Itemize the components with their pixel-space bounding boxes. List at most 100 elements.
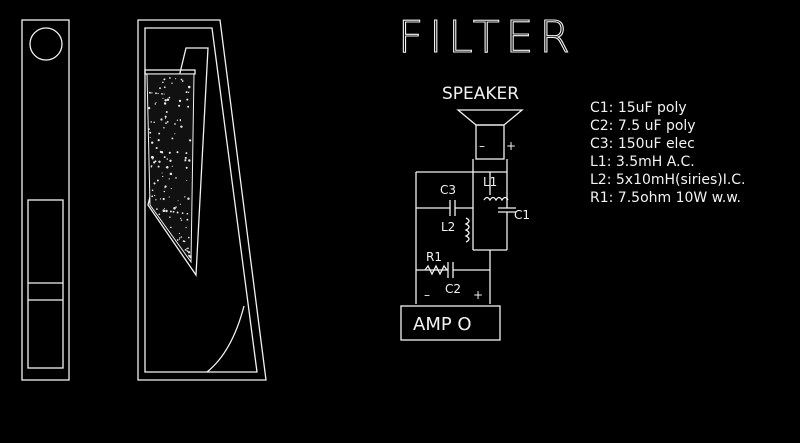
speckle-dot xyxy=(158,213,161,216)
r1-label: R1 xyxy=(426,250,442,264)
speckle-dot xyxy=(148,91,151,94)
speckle-dot xyxy=(186,218,189,221)
speckle-dot xyxy=(155,92,157,95)
l1-inductor xyxy=(483,196,509,202)
crossover-schematic: SPEAKER – + L1 C1 C3 L2 xyxy=(400,84,530,341)
speckle-dot xyxy=(184,156,187,159)
speckle-dot xyxy=(170,226,172,229)
exit-curve xyxy=(206,305,245,373)
speckle-dot xyxy=(180,78,183,81)
speckle-dot xyxy=(154,160,157,163)
speckle-dot xyxy=(153,121,155,123)
amp-minus: – xyxy=(424,288,430,302)
speckle-dot xyxy=(169,159,172,163)
amp-box xyxy=(400,305,501,341)
c1-label: C1 xyxy=(514,208,530,222)
speckle-dot xyxy=(164,187,166,189)
speckle-dot xyxy=(149,131,152,134)
speckle-dot xyxy=(186,212,189,215)
parts-list: C1: 15uF poly C2: 7.5 uF poly C3: 150uF … xyxy=(590,100,746,206)
speaker-label: SPEAKER xyxy=(442,84,519,104)
speckle-dot xyxy=(157,165,160,168)
speckle-dot xyxy=(156,179,159,182)
stuffing-top-edge xyxy=(144,69,196,75)
speckle-dot xyxy=(186,248,188,250)
parts-list-item: L2: 5x10mH(siries)I.C. xyxy=(590,172,746,188)
speckle-dot xyxy=(187,197,190,200)
speckle-dot xyxy=(176,151,179,154)
speckle-dot xyxy=(162,81,164,84)
side-inner-wall xyxy=(144,27,258,373)
speckle-dot xyxy=(185,91,188,94)
parts-list-item: C3: 150uF elec xyxy=(590,136,695,152)
speckle-dot xyxy=(165,111,168,113)
speckle-dot xyxy=(186,98,189,101)
speaker-magnet xyxy=(475,124,505,160)
speckle-dot xyxy=(166,120,169,123)
speckle-dot xyxy=(175,206,177,208)
speckle-dot xyxy=(157,139,160,142)
speckle-dot xyxy=(184,249,187,251)
speckle-dot xyxy=(151,189,154,192)
cabinet-side-section xyxy=(137,19,267,381)
speckle-dot xyxy=(168,96,171,99)
l2-inductor xyxy=(464,217,470,243)
speckle-dot xyxy=(169,216,171,218)
speckle-dot xyxy=(163,102,167,105)
speckle-dot xyxy=(159,87,161,90)
speckle-dot xyxy=(164,185,167,188)
parts-list-item: L1: 3.5mH A.C. xyxy=(590,154,695,170)
speckle-dot xyxy=(155,199,157,201)
amp-plus: + xyxy=(473,288,483,302)
speckle-dot xyxy=(153,182,156,185)
speckle-dot xyxy=(149,136,151,139)
speckle-dot xyxy=(185,152,188,155)
speckle-dot xyxy=(176,211,179,214)
speckle-dot xyxy=(179,119,182,121)
speckle-dot xyxy=(164,117,167,119)
speckle-dot xyxy=(151,195,154,198)
speaker-minus: – xyxy=(479,139,485,153)
speckle-dot xyxy=(187,251,191,254)
l2-label: L2 xyxy=(441,220,455,234)
speckle-dot xyxy=(160,151,164,154)
speckle-dot xyxy=(178,99,182,103)
driver-cutout xyxy=(29,27,63,61)
parts-list-item: R1: 7.5ohm 10W w.w. xyxy=(590,190,741,206)
speckle-dot xyxy=(171,137,174,140)
speckle-dot xyxy=(186,180,188,182)
speckle-dot xyxy=(174,133,176,135)
speckle-dot xyxy=(150,165,153,167)
speckle-dot xyxy=(185,226,187,229)
speckle-dot xyxy=(168,196,170,198)
speckle-dot xyxy=(165,209,168,213)
stuffing-speckles xyxy=(147,77,192,259)
speckle-dot xyxy=(158,132,161,135)
l1-label: L1 xyxy=(483,175,497,189)
speckle-dot xyxy=(162,175,164,178)
speckle-dot xyxy=(162,197,165,201)
speckle-dot xyxy=(185,166,188,169)
speckle-dot xyxy=(166,98,170,101)
speckle-dot xyxy=(163,126,165,129)
speckle-dot xyxy=(169,77,171,79)
speckle-dot xyxy=(187,105,190,108)
speckle-dot xyxy=(181,212,184,215)
speckle-dot xyxy=(168,178,170,180)
c2-label: C2 xyxy=(445,282,461,296)
speaker-plus: + xyxy=(506,139,516,153)
speckle-dot xyxy=(178,238,180,240)
amp-label: AMP O xyxy=(413,314,472,335)
speckle-dot xyxy=(163,93,165,95)
speckle-dot xyxy=(180,219,183,221)
speckle-dot xyxy=(166,158,169,160)
speckle-dot xyxy=(156,208,158,210)
c3-label: C3 xyxy=(440,183,456,197)
speckle-dot xyxy=(163,190,166,193)
front-panel-outline xyxy=(21,19,70,381)
speckle-dot xyxy=(164,207,166,210)
speckle-dot xyxy=(157,92,159,95)
speckle-dot xyxy=(164,115,167,118)
speckle-dot xyxy=(162,209,166,212)
parts-list-item: C2: 7.5 uF poly xyxy=(590,118,696,134)
